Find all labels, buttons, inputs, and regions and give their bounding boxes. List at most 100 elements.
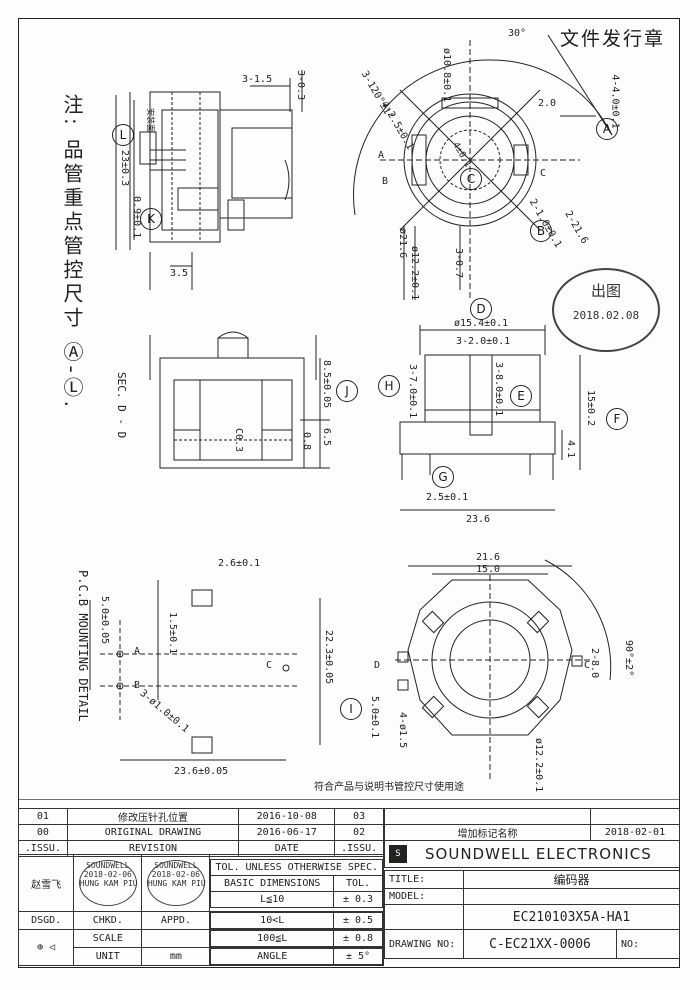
marker-e: E <box>510 385 532 407</box>
control-note-text: 注: 品管重点管控尺寸 <box>60 94 84 332</box>
stamp-date: 2018-02-06 <box>83 870 132 879</box>
engineering-drawing <box>18 34 680 800</box>
output-stamp: 出图 2018.02.08 <box>552 268 660 352</box>
dim-pcb-23-6: 23.6±0.05 <box>174 766 229 777</box>
dim-pcb-5-0: 5.0±0.05 <box>99 596 110 645</box>
marker-d: D <box>470 298 492 320</box>
tol-value: ± 0.5 <box>333 912 383 929</box>
marker-j: J <box>336 380 358 402</box>
label-top-b: B <box>382 176 389 187</box>
stamp-date: 2018-02-06 <box>151 870 200 879</box>
rev-no: 00 <box>18 824 68 841</box>
tol-header: TOL. UNLESS OTHERWISE SPEC. <box>210 858 383 876</box>
marker-l: L <box>112 124 134 146</box>
rev2-desc: 增加标记名称 <box>384 824 591 841</box>
label-top-c: C <box>540 168 547 179</box>
marker-f: F <box>606 408 628 430</box>
rev-no: 01 <box>18 808 68 825</box>
pcb-label: P.C.B MOUNTING DETAIL <box>76 570 90 722</box>
marker-b: B <box>530 220 552 242</box>
rev-desc: ORIGINAL DRAWING <box>66 824 240 841</box>
dim-front-3-2-0: 3-2.0±0.1 <box>456 336 511 347</box>
dim-side-3-0-3: 3-0.3 <box>295 70 306 101</box>
dim-bot-d1-5: 4-ø1.5 <box>397 712 408 749</box>
approval-stamp-2: SOUNDWELL 2018-02-06 HUNG KAM PIU <box>146 860 206 906</box>
company-name: SOUNDWELL ELECTRONICS <box>425 845 652 863</box>
dim-bot-90: 90°±2° <box>623 640 634 677</box>
no-label: NO: <box>616 930 679 958</box>
scale-label: SCALE <box>73 929 143 948</box>
rev2-blank-date <box>590 808 680 825</box>
model-label: MODEL: <box>384 888 464 905</box>
dim-front-15: 15±0.2 <box>585 390 596 427</box>
label-top-a: A <box>378 150 385 161</box>
issue-stamp: 文件发行章 <box>560 28 666 50</box>
rev-no2: 02 <box>334 824 384 841</box>
dim-bot-2-8-0: 2-8.0 <box>589 648 600 679</box>
stamp-top: SOUNDWELL <box>86 861 130 870</box>
revision-table-right: 增加标记名称 2018-02-01 S SOUNDWELL ELECTRONIC… <box>384 808 680 868</box>
dim-top-30deg: 30° <box>508 28 527 39</box>
dim-sec-0-8: 0.8 <box>301 432 312 451</box>
dim-front-4-1: 4.1 <box>565 440 576 459</box>
model-value: EC210103X5A-HA1 <box>463 904 680 930</box>
dim-side-3-1-5: 3-1.5 <box>242 74 273 85</box>
basic-dim: BASIC DIMENSIONS <box>210 874 334 892</box>
title-value: 编码器 <box>463 870 680 889</box>
dim-sec-8-5: 8.5±0.05 <box>321 360 332 409</box>
rev-desc: 修改压针孔位置 <box>66 808 240 825</box>
marker-a: A <box>596 118 618 140</box>
dim-sec-c0-3: C0.3 <box>233 428 244 453</box>
unit-value: mm <box>141 947 211 966</box>
pcb-label-a: A <box>134 646 141 657</box>
dim-top-2-0: 2.0 <box>538 98 557 109</box>
dim-top-d21-6: ø21.6 <box>397 228 408 259</box>
tol-range: 100≦L <box>210 930 334 947</box>
front-view <box>399 325 581 511</box>
marker-g: G <box>432 466 454 488</box>
stamp-bottom: HUNG KAM PIU <box>79 879 138 888</box>
dim-side-0-9: 0.9±0.1 <box>131 196 142 239</box>
stamp-cell-2: SOUNDWELL 2018-02-06 HUNG KAM PIU <box>141 854 211 912</box>
dim-top-3-0-7: 3-0.7 <box>453 248 464 279</box>
control-note: 注: 品管重点管控尺寸 Ⓐ-Ⓛ. <box>58 94 87 411</box>
dim-top-4-4: 4-4.0±0.1 <box>609 74 621 129</box>
revision-row: 00 ORIGINAL DRAWING 2016-06-17 02 <box>18 824 384 841</box>
dim-front-3-8-0: 3-8.0±0.1 <box>493 362 504 417</box>
tol-label: TOL. <box>333 874 383 892</box>
revision-row: 01 修改压针孔位置 2016-10-08 03 <box>18 808 384 825</box>
tol-value: ± 0.3 <box>333 890 383 908</box>
bottom-view <box>395 559 612 780</box>
appd-label: APPD. <box>141 911 211 930</box>
tolerance-cell: TOL. UNLESS OTHERWISE SPEC. BASIC DIMENS… <box>209 854 384 912</box>
company-logo: S <box>389 845 407 863</box>
marker-h: H <box>378 375 400 397</box>
revision-table: 01 修改压针孔位置 2016-10-08 03 00 ORIGINAL DRA… <box>18 808 384 857</box>
angle-label: ANGLE <box>210 948 334 965</box>
dim-front-d15-4: ø15.4±0.1 <box>454 318 509 329</box>
dim-sec-6-5: 6.5 <box>321 428 332 447</box>
drawing-no-value: C-EC21XX-0006 <box>489 936 591 952</box>
drawing-frame <box>18 18 680 968</box>
stamp-top: SOUNDWELL <box>154 861 198 870</box>
projection-icon: ⊕ ◁ <box>17 929 75 966</box>
section-view <box>149 331 330 469</box>
dim-front-23-6: 23.6 <box>466 514 491 525</box>
bot-label-d: D <box>374 660 381 671</box>
dim-pcb-22-3: 22.3±0.05 <box>323 630 334 685</box>
rev-header-issu2: .ISSU. <box>334 840 384 857</box>
pcb-view <box>89 580 321 761</box>
output-stamp-date: 2018.02.08 <box>572 309 640 322</box>
dim-bot-5-0: 5.0±0.1 <box>369 696 380 739</box>
dim-top-d12-2: ø12.2±0.1 <box>409 246 420 301</box>
stamp-bottom: HUNG KAM PIU <box>147 879 206 888</box>
rev2-date: 2018-02-01 <box>590 824 680 841</box>
pcb-note: 符合产品与说明书管控尺寸使用途 <box>314 782 464 793</box>
dim-bot-15-0: 15.0 <box>476 564 501 575</box>
dim-side-3-5: 3.5 <box>170 268 189 279</box>
dim-front-2-5: 2.5±0.1 <box>426 492 469 503</box>
dim-front-3-7-0: 3-7.0±0.1 <box>407 364 418 419</box>
approval-stamp-1: SOUNDWELL 2018-02-06 HUNG KAM PIU <box>78 860 138 906</box>
stamp-cell-1: SOUNDWELL 2018-02-06 HUNG KAM PIU <box>73 854 143 912</box>
